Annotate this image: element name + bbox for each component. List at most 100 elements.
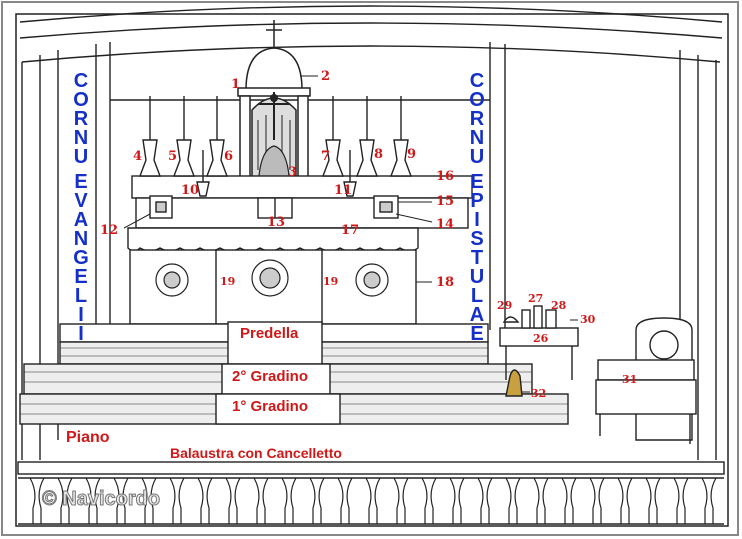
cornu-epistulae-letter: U bbox=[469, 266, 485, 288]
callout-28: 28 bbox=[551, 299, 567, 312]
cornu-evangelii-letter: N bbox=[73, 228, 89, 250]
baluster bbox=[701, 477, 717, 524]
callout-19b: 19 bbox=[323, 275, 339, 288]
cornu-evangelii-letter: N bbox=[73, 127, 89, 149]
candlestick-7 bbox=[321, 96, 345, 177]
cornu-evangelii-letter: R bbox=[73, 108, 89, 130]
callout-7: 7 bbox=[321, 149, 331, 164]
callout-5: 5 bbox=[168, 149, 178, 164]
baluster bbox=[29, 477, 45, 524]
baluster bbox=[337, 477, 353, 524]
callout-30: 30 bbox=[580, 313, 596, 326]
gradini-candelieri bbox=[131, 175, 473, 229]
cornu-evangelii-letter: I bbox=[78, 323, 84, 345]
baluster bbox=[645, 477, 661, 524]
callout-32: 32 bbox=[531, 387, 547, 400]
candlestick-6 bbox=[205, 96, 229, 177]
crucifix bbox=[258, 92, 290, 140]
cornu-epistulae-letter: O bbox=[469, 89, 485, 111]
baluster bbox=[533, 477, 549, 524]
candlestick-9 bbox=[389, 96, 413, 177]
baluster bbox=[561, 477, 577, 524]
callout-14: 14 bbox=[436, 217, 455, 232]
label-gradino-2: 2° Gradino bbox=[232, 368, 309, 385]
callout-15: 15 bbox=[436, 194, 455, 209]
candlestick-8 bbox=[355, 96, 379, 177]
cornu-epistulae-letter: C bbox=[469, 70, 485, 92]
cornu-epistulae-letter: P bbox=[470, 190, 484, 212]
label-piano: Piano bbox=[66, 429, 110, 446]
baluster bbox=[225, 477, 241, 524]
cornu-evangelii-letter: A bbox=[73, 209, 89, 231]
baluster bbox=[449, 477, 465, 524]
callout-8: 8 bbox=[374, 147, 384, 162]
cornu-evangelii-letter: I bbox=[78, 304, 84, 326]
cornu-epistulae-letter: E bbox=[470, 171, 484, 193]
callout-6: 6 bbox=[224, 149, 234, 164]
altar-cards bbox=[149, 195, 399, 219]
callout-9: 9 bbox=[407, 147, 417, 162]
callout-26: 26 bbox=[533, 332, 549, 345]
callout-2: 2 bbox=[321, 69, 331, 84]
callout-10: 10 bbox=[181, 183, 200, 198]
label-gradino-1: 1° Gradino bbox=[232, 398, 309, 415]
cornu-epistulae-letter: S bbox=[470, 228, 484, 250]
sedilia bbox=[595, 317, 697, 444]
watermark: © Navicordo bbox=[41, 488, 161, 511]
baluster bbox=[113, 477, 129, 524]
altar-mensa bbox=[127, 227, 419, 325]
baluster bbox=[421, 477, 437, 524]
cornu-evangelii-letter: V bbox=[74, 190, 88, 212]
candlestick-5 bbox=[172, 96, 196, 177]
callout-3: 3 bbox=[288, 165, 298, 180]
baluster bbox=[589, 477, 605, 524]
balusters bbox=[29, 477, 717, 524]
steps bbox=[19, 321, 569, 425]
baluster bbox=[281, 477, 297, 524]
candlesticks bbox=[138, 96, 413, 197]
small-candle-11 bbox=[343, 150, 357, 197]
frontal-medallions bbox=[155, 259, 389, 297]
callout-16: 16 bbox=[436, 169, 455, 184]
cornu-evangelii-letter: E bbox=[74, 266, 88, 288]
label-predella: Predella bbox=[240, 325, 299, 342]
baluster bbox=[393, 477, 409, 524]
baluster bbox=[57, 477, 73, 524]
candlestick-4 bbox=[138, 96, 162, 177]
callout-17: 17 bbox=[341, 223, 360, 238]
small-candle-10 bbox=[196, 150, 210, 197]
pointer-lines bbox=[123, 75, 578, 393]
baluster bbox=[365, 477, 381, 524]
balustrade bbox=[17, 461, 725, 525]
cornu-evangelii-letter: O bbox=[73, 89, 89, 111]
callout-18: 18 bbox=[436, 275, 455, 290]
callout-13: 13 bbox=[267, 215, 286, 230]
credence-table bbox=[499, 305, 579, 397]
callout-4: 4 bbox=[133, 149, 143, 164]
baluster bbox=[85, 477, 101, 524]
cornu-evangelii-letter: G bbox=[73, 247, 89, 269]
cornu-epistulae-letter: E bbox=[470, 323, 484, 345]
cornu-evangelii-letter: L bbox=[74, 285, 88, 307]
cornu-evangelii-letter: E bbox=[74, 171, 88, 193]
baluster bbox=[197, 477, 213, 524]
baluster bbox=[673, 477, 689, 524]
callout-12: 12 bbox=[100, 223, 119, 238]
cornu-epistulae-letter: A bbox=[469, 304, 485, 326]
baluster bbox=[617, 477, 633, 524]
cornu-epistulae-letter: L bbox=[470, 285, 484, 307]
baluster bbox=[141, 477, 157, 524]
callout-29: 29 bbox=[497, 299, 513, 312]
callout-31: 31 bbox=[622, 373, 638, 386]
callout-1: 1 bbox=[231, 77, 241, 92]
baluster bbox=[477, 477, 493, 524]
label-balaustra: Balaustra con Cancelletto bbox=[170, 445, 342, 461]
cornu-epistulae-letter: R bbox=[469, 108, 485, 130]
cornu-epistulae-letter: N bbox=[469, 127, 485, 149]
cornu-evangelii-letter: U bbox=[73, 146, 89, 168]
callout-11: 11 bbox=[334, 183, 353, 198]
baluster bbox=[309, 477, 325, 524]
